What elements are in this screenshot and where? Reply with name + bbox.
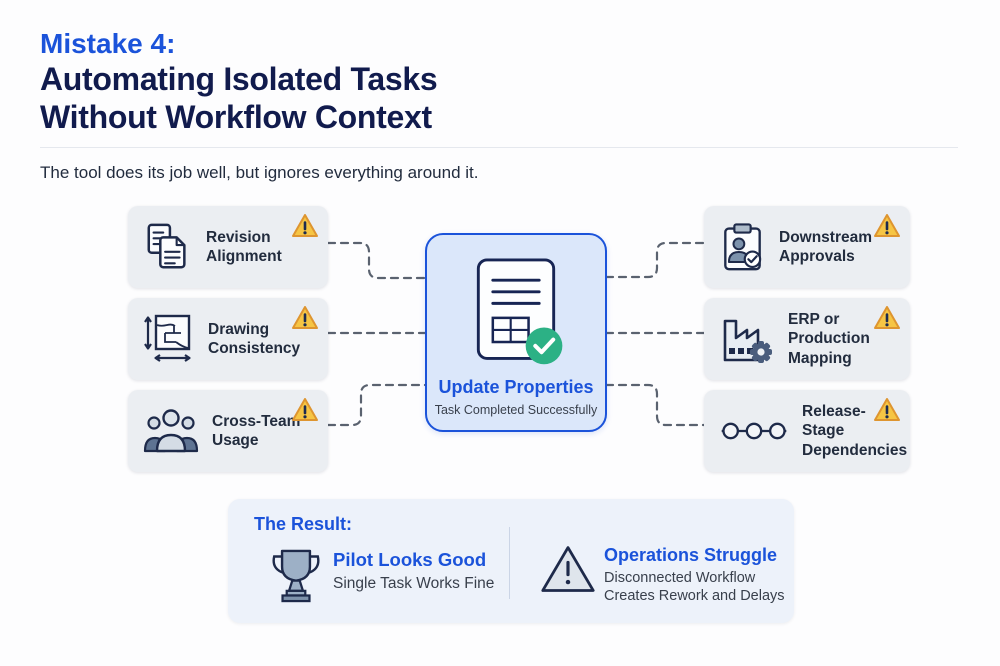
- card-label: Release-Stage Dependencies: [802, 402, 908, 459]
- card-label: Revision Alignment: [206, 228, 282, 265]
- result-item-title: Pilot Looks Good: [333, 549, 487, 570]
- warning-triangle-icon: [872, 212, 902, 239]
- warning-triangle-outline-icon: [540, 543, 596, 595]
- header-divider: [40, 147, 958, 148]
- card-label: Cross-Team Usage: [212, 412, 301, 449]
- result-item-description: Disconnected Workflow Creates Rework and…: [604, 570, 785, 604]
- card-label: Drawing Consistency: [208, 320, 301, 357]
- card-downstream-approvals: Downstream Approvals: [704, 206, 910, 288]
- factory-gear-icon: [719, 312, 775, 366]
- card-release-stage-dependencies: Release-Stage Dependencies: [704, 390, 910, 472]
- warning-triangle-icon: [290, 396, 320, 423]
- warning-triangle-icon: [290, 304, 320, 331]
- result-item-description: Single Task Works Fine: [333, 575, 495, 592]
- trophy-icon: [270, 547, 322, 605]
- subtitle: The tool does its job well, but ignores …: [40, 163, 479, 182]
- page-title-line2: Without Workflow Context: [40, 99, 432, 135]
- card-cross-team-usage: Cross-Team Usage: [128, 390, 328, 472]
- card-erp-production-mapping: ERP or Production Mapping: [704, 298, 910, 380]
- page-title-line1: Automating Isolated Tasks: [40, 61, 438, 97]
- drawing-dimensions-icon: [143, 313, 195, 365]
- card-label: ERP or Production Mapping: [788, 310, 870, 367]
- center-task-card: Update Properties Task Completed Success…: [425, 233, 607, 432]
- center-card-title: Update Properties: [438, 377, 594, 397]
- card-label: Downstream Approvals: [779, 228, 873, 265]
- result-divider: [509, 527, 510, 599]
- warning-triangle-icon: [872, 304, 902, 331]
- card-drawing-consistency: Drawing Consistency: [128, 298, 328, 380]
- result-panel: The Result: Pilot Looks Good Single Task…: [228, 499, 794, 623]
- node-chain-icon: [719, 419, 789, 443]
- clipboard-approval-icon: [719, 222, 766, 273]
- kicker: Mistake 4:: [40, 28, 176, 59]
- warning-triangle-icon: [872, 396, 902, 423]
- center-card-subtitle: Task Completed Successfully: [434, 403, 598, 417]
- result-item-operations: Operations Struggle Disconnected Workflo…: [604, 545, 804, 605]
- card-revision-alignment: Revision Alignment: [128, 206, 328, 288]
- result-item-pilot: Pilot Looks Good Single Task Works Fine: [333, 549, 494, 594]
- team-icon: [143, 408, 199, 454]
- page-title: Automating Isolated Tasks Without Workfl…: [40, 60, 438, 136]
- warning-triangle-icon: [290, 212, 320, 239]
- document-check-icon: [462, 257, 570, 371]
- result-item-title: Operations Struggle: [604, 545, 778, 565]
- result-heading: The Result:: [254, 514, 353, 534]
- documents-icon: [143, 222, 193, 272]
